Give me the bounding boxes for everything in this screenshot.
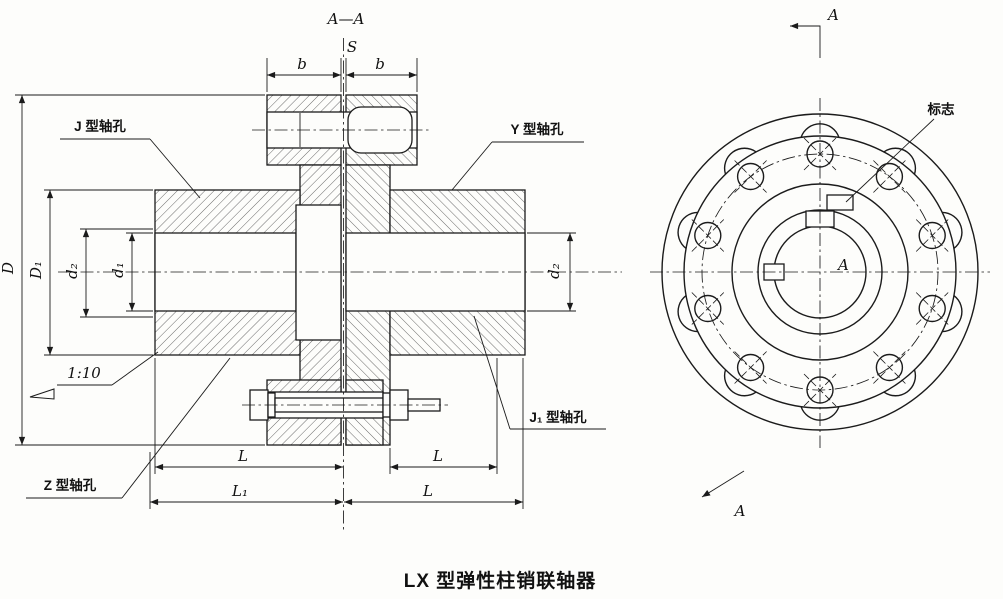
left-keyway-block [295, 204, 342, 341]
section-arrow-top: A [790, 6, 839, 58]
dim-b: b b [266, 55, 418, 92]
section-arrow-line [701, 470, 745, 498]
dim-d2-left: d₂ [63, 228, 153, 318]
pin [918, 221, 946, 250]
bolt-assembly [242, 389, 448, 421]
section-view: A—A S b b D D₁ [0, 10, 622, 530]
leader-line [149, 138, 201, 199]
pin [875, 353, 904, 382]
label-y-hole: Y 型轴孔 [451, 121, 584, 191]
dim-L-left-label: L [237, 447, 248, 465]
pin-centermark [691, 292, 725, 325]
dim-d2-right-label: d₂ [545, 263, 563, 279]
pin [918, 294, 946, 323]
leader-line [111, 351, 159, 386]
dim-L1-label: L₁ [231, 482, 248, 500]
lobe [942, 211, 963, 249]
label-j1-hole: J₁ 型轴孔 [473, 315, 606, 430]
dim-d2-right: d₂ [527, 232, 576, 312]
drawing-caption: LX 型弹性柱销联轴器 [404, 569, 597, 592]
pin-centermark [915, 292, 949, 325]
pin-centermark [873, 160, 906, 193]
label-z-hole: Z 型轴孔 [26, 357, 231, 499]
dim-d2-left-label: d₂ [63, 263, 81, 279]
pin [736, 162, 765, 191]
leader-line [845, 118, 935, 203]
lobe [723, 369, 757, 397]
mark-frame [826, 194, 854, 211]
lobe [942, 295, 963, 333]
end-view: A 标志 A A [650, 6, 990, 520]
elastic-pin-assembly [252, 106, 432, 154]
section-arrow-line [790, 22, 821, 58]
section-arrow-top-label: A [826, 6, 839, 24]
leader-line [473, 315, 511, 430]
pin [694, 221, 722, 250]
y-hole-text: Y 型轴孔 [510, 121, 564, 137]
taper-text: 1:10 [67, 364, 101, 382]
z-hole-text: Z 型轴孔 [44, 477, 97, 493]
label-j-hole: J 型轴孔 [60, 118, 201, 199]
dim-b-right-label: b [375, 55, 385, 73]
dim-L-bottom-right-label: L [422, 482, 433, 500]
pin [736, 353, 765, 382]
pin-centermark [803, 373, 837, 407]
pin-centermark [873, 351, 906, 384]
lobe [883, 369, 917, 397]
leader-line [451, 141, 493, 191]
pin [875, 162, 904, 191]
pin [694, 294, 722, 323]
section-title: A—A [326, 10, 365, 28]
j-hole-text: J 型轴孔 [74, 118, 126, 134]
elastic-sleeve [347, 106, 413, 154]
mark-text: 标志 [927, 101, 956, 117]
gap-label: S [347, 38, 357, 56]
dim-L-bottom-right: L [344, 358, 524, 509]
dim-D-label: D [0, 262, 17, 275]
section-arrow-bottom: A [701, 470, 746, 520]
pin-centermark [734, 351, 767, 384]
pin-centermark [691, 219, 725, 252]
taper-symbol-icon [29, 388, 55, 400]
dim-L-right-label: L [432, 447, 443, 465]
label-taper: 1:10 [29, 351, 159, 400]
lobe [677, 295, 698, 333]
lobe [723, 147, 757, 175]
dim-L-right: L [389, 358, 498, 474]
pin-centermark [915, 219, 949, 252]
dim-D1-label: D₁ [27, 261, 45, 280]
section-arrow-bottom-label: A [733, 502, 746, 520]
mark-callout: 标志 [826, 101, 956, 211]
dim-D1: D₁ [27, 189, 153, 356]
j1-hole-text: J₁ 型轴孔 [529, 409, 587, 425]
dim-b-left-label: b [297, 55, 307, 73]
bore-label: A [836, 256, 849, 274]
dim-D: D [0, 94, 265, 446]
dim-d1-label: d₁ [109, 262, 127, 278]
leader-line [121, 357, 231, 499]
pin-centermark [734, 160, 767, 193]
lobe [677, 211, 698, 249]
dim-d1: d₁ [109, 232, 153, 312]
lobe [883, 147, 917, 175]
